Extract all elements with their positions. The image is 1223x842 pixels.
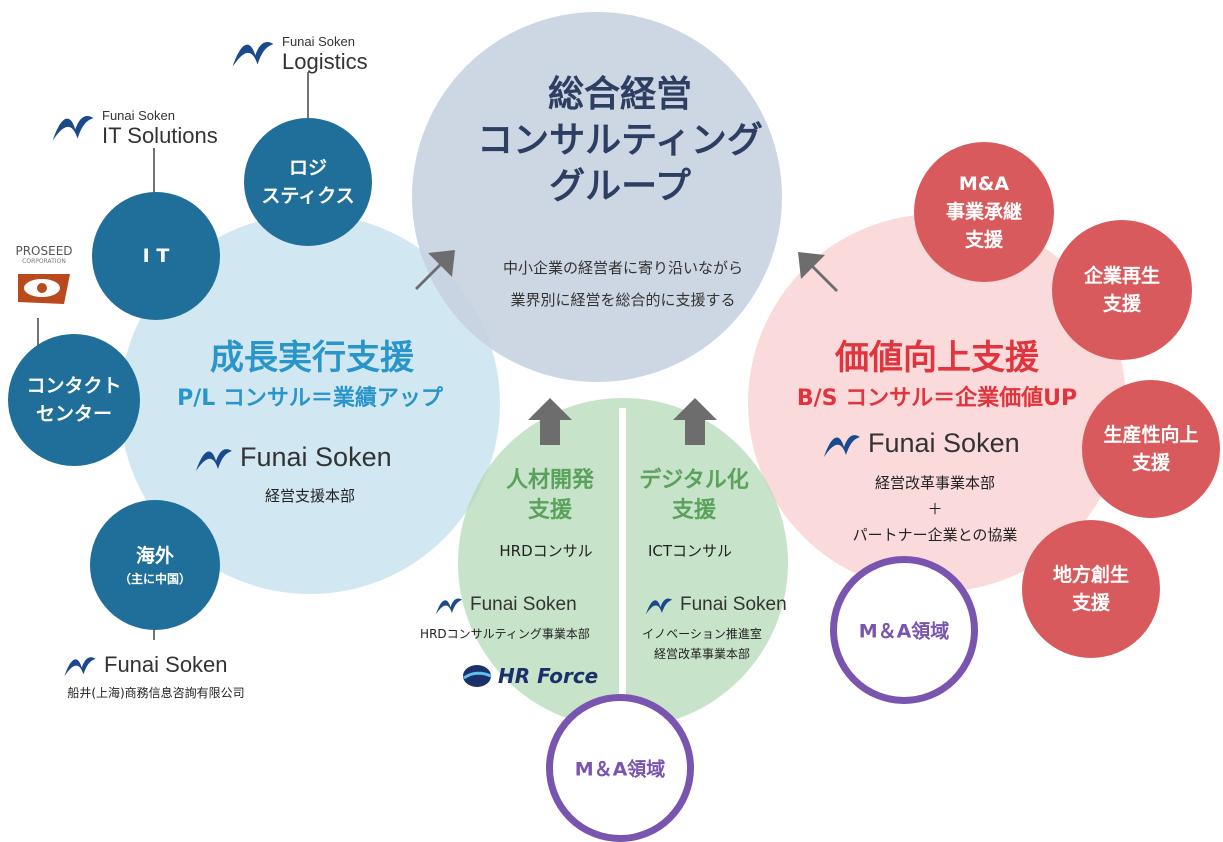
- proseed-logo-name: PROSEED: [15, 244, 73, 258]
- productivity-label: 生産性向上: [1103, 424, 1199, 446]
- ma-succession-circle: M&A 事業承継 支援: [914, 142, 1054, 282]
- logistics-circle: ロジ スティクス: [244, 118, 372, 246]
- regional-circle: 地方創生 支援: [1022, 520, 1160, 658]
- logistics-logo-top: Funai Soken: [282, 34, 355, 49]
- hrforce-name: HR Force: [498, 664, 599, 688]
- funai-wave-icon: [196, 448, 232, 471]
- hrd-title-line: 人材開発: [505, 468, 595, 493]
- center-title-line: グループ: [549, 166, 691, 207]
- it-solutions-logo-main: IT Solutions: [102, 123, 218, 148]
- growth-subtitle: P/L コンサル＝業績アップ: [177, 386, 443, 411]
- hrforce-globe-icon: [463, 665, 492, 687]
- hrd-title-line: 支援: [527, 498, 573, 523]
- hrd-brand-name: Funai Soken: [470, 594, 577, 615]
- arrow-hrd-icon: [528, 398, 572, 445]
- logistics-label: ロジ: [288, 157, 328, 179]
- growth-brand-name: Funai Soken: [240, 442, 392, 472]
- productivity-circle: 生産性向上 支援: [1082, 380, 1220, 518]
- ma-area-label: M＆A領域: [574, 758, 666, 781]
- digital-brand: Funai Soken: [644, 594, 787, 616]
- it-solutions-logo: Funai Soken IT Solutions: [50, 106, 218, 148]
- digital-subtitle: ICTコンサル: [647, 542, 733, 560]
- center-title-line: コンサルティング: [477, 120, 763, 161]
- overseas-label: 海外: [135, 545, 175, 567]
- digital-brand-name: Funai Soken: [680, 594, 787, 615]
- hrd-brand: Funai Soken: [434, 594, 577, 616]
- digital-dept-line: イノベーション推進室: [642, 627, 762, 641]
- growth-title: 成長実行支援: [210, 338, 414, 378]
- hrd-subtitle: HRDコンサル: [499, 542, 593, 560]
- ma-area-ring-bottom: M＆A領域: [546, 694, 694, 842]
- digital-dept: イノベーション推進室 経営改革事業本部: [642, 624, 762, 664]
- revival-label: 支援: [1102, 293, 1142, 315]
- it-solutions-logo-top: Funai Soken: [102, 108, 175, 123]
- it-label: I T: [142, 245, 170, 267]
- ma-succession-label: 支援: [964, 229, 1004, 251]
- digital-title-line: 支援: [671, 498, 716, 523]
- value-dept-line: パートナー企業との協業: [852, 526, 1018, 544]
- center-subtitle: 中小企業の経営者に寄り沿いながら 業界別に経営を総合的に支援する: [503, 252, 743, 316]
- digital-title: デジタル化 支援: [639, 466, 749, 526]
- china-dept: 船井(上海)商務信息咨詢有限公司: [67, 686, 245, 700]
- ma-succession-label: 事業承継: [945, 201, 1023, 223]
- logistics-logo: Funai Soken Logistics: [230, 32, 368, 74]
- logistics-logo-main: Logistics: [282, 49, 368, 74]
- overseas-circle: 海外 （主に中国）: [90, 500, 220, 630]
- china-brand-name: Funai Soken: [104, 652, 228, 677]
- digital-title-line: デジタル化: [639, 468, 749, 493]
- revival-circle: 企業再生 支援: [1052, 220, 1192, 360]
- proseed-eye-icon: [18, 274, 70, 304]
- value-title: 価値向上支援: [835, 338, 1039, 378]
- center-area: [412, 12, 782, 382]
- ma-area-ring-right: M＆A領域: [830, 556, 978, 704]
- value-brand-name: Funai Soken: [868, 428, 1020, 458]
- logistics-label: スティクス: [261, 185, 355, 207]
- funai-wave-icon: [52, 115, 94, 141]
- value-dept-line: ＋: [927, 500, 943, 518]
- proseed-logo: PROSEED CORPORATION: [4, 244, 84, 312]
- center-title: 総合経営 コンサルティング グループ: [477, 72, 763, 210]
- area-divider: [619, 408, 626, 730]
- regional-label: 支援: [1071, 592, 1111, 614]
- center-subtitle-line: 中小企業の経営者に寄り沿いながら: [502, 259, 744, 277]
- value-dept-line: 経営改革事業本部: [874, 474, 996, 492]
- arrow-digital-icon: [673, 398, 717, 445]
- hrd-dept: HRDコンサルティング事業本部: [420, 627, 590, 641]
- regional-label: 地方創生: [1052, 564, 1130, 586]
- overseas-note: （主に中国）: [118, 572, 192, 586]
- value-dept: 経営改革事業本部 ＋ パートナー企業との協業: [853, 470, 1018, 548]
- china-brand: Funai Soken: [62, 652, 228, 678]
- productivity-label: 支援: [1131, 452, 1171, 474]
- contact-center-label: センター: [35, 403, 113, 425]
- contact-center-label: コンタクト: [26, 375, 122, 397]
- center-title-line: 総合経営: [547, 74, 692, 115]
- value-brand: Funai Soken: [822, 428, 1020, 459]
- ma-area-label: M＆A領域: [858, 620, 950, 643]
- hrd-title: 人材開発 支援: [506, 466, 594, 526]
- arrow-value-icon: [798, 252, 838, 292]
- growth-brand: Funai Soken: [194, 442, 392, 473]
- hrforce-logo: HR Force: [462, 664, 598, 688]
- it-circle: I T: [92, 192, 220, 320]
- ma-succession-label: M&A: [958, 173, 1010, 195]
- contact-center-circle: コンタクト センター: [8, 334, 140, 466]
- funai-wave-icon: [435, 598, 463, 615]
- arrow-growth-icon: [415, 250, 455, 290]
- digital-dept-line: 経営改革事業本部: [653, 647, 751, 661]
- funai-wave-icon: [64, 657, 96, 677]
- funai-wave-icon: [232, 41, 274, 67]
- revival-label: 企業再生: [1083, 265, 1161, 287]
- value-subtitle: B/S コンサル＝企業価値UP: [796, 386, 1078, 411]
- growth-dept: 経営支援本部: [264, 487, 356, 505]
- center-subtitle-line: 業界別に経営を総合的に支援する: [510, 291, 736, 309]
- funai-wave-icon: [824, 434, 860, 457]
- funai-wave-icon: [645, 598, 673, 615]
- proseed-logo-sub: CORPORATION: [22, 258, 66, 265]
